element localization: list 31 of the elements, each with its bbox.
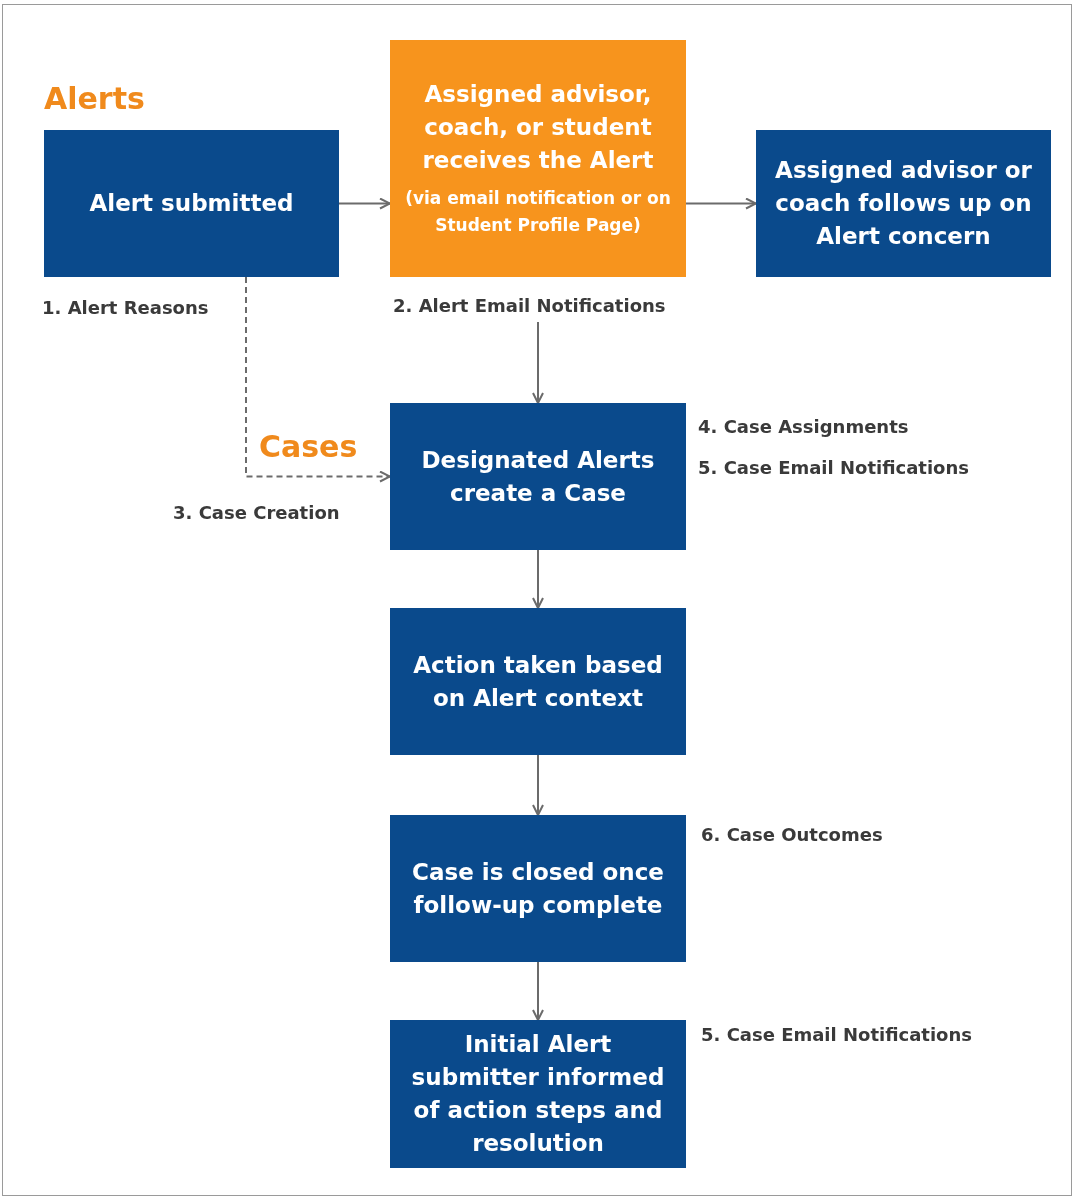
step-label: 1. Alert Reasons [42,296,209,320]
step-label: 5. Case Email Notifications [698,456,969,480]
step-label: 5. Case Email Notifications [701,1023,972,1047]
box-text: Case is closed once follow-up complete [411,857,665,920]
arrow [532,321,544,404]
box-text: Assigned advisor or coach follows up on Alert concern [774,156,1033,251]
step-label: 3. Case Creation [173,501,340,525]
section-heading: Cases [259,428,358,466]
process-box [390,815,686,962]
step-label: 4. Case Assignments [698,415,909,439]
dashed-arrow [245,276,391,483]
arrow [532,961,544,1021]
box-subtext: (via email notification or on Student Profile Page) [404,187,672,237]
arrow [338,197,391,210]
box-text: Designated Alerts create a Case [420,445,656,508]
arrow [532,754,544,816]
process-box [390,608,686,755]
process-box [390,403,686,550]
arrow [532,549,544,609]
box-text: Assigned advisor, coach, or student receives the Alert [421,80,655,175]
box-text: Alert submitted [89,189,294,218]
process-box [756,130,1051,277]
step-label: 6. Case Outcomes [701,823,883,847]
box-text: Initial Alert submitter informed of action steps and resolution [410,1030,666,1158]
process-box [44,130,339,277]
box-text: Action taken based on Alert context [412,650,664,713]
process-box [390,1020,686,1168]
step-label: 2. Alert Email Notifications [393,294,666,318]
arrow [685,197,757,210]
section-heading: Alerts [44,80,145,118]
process-box [390,40,686,277]
